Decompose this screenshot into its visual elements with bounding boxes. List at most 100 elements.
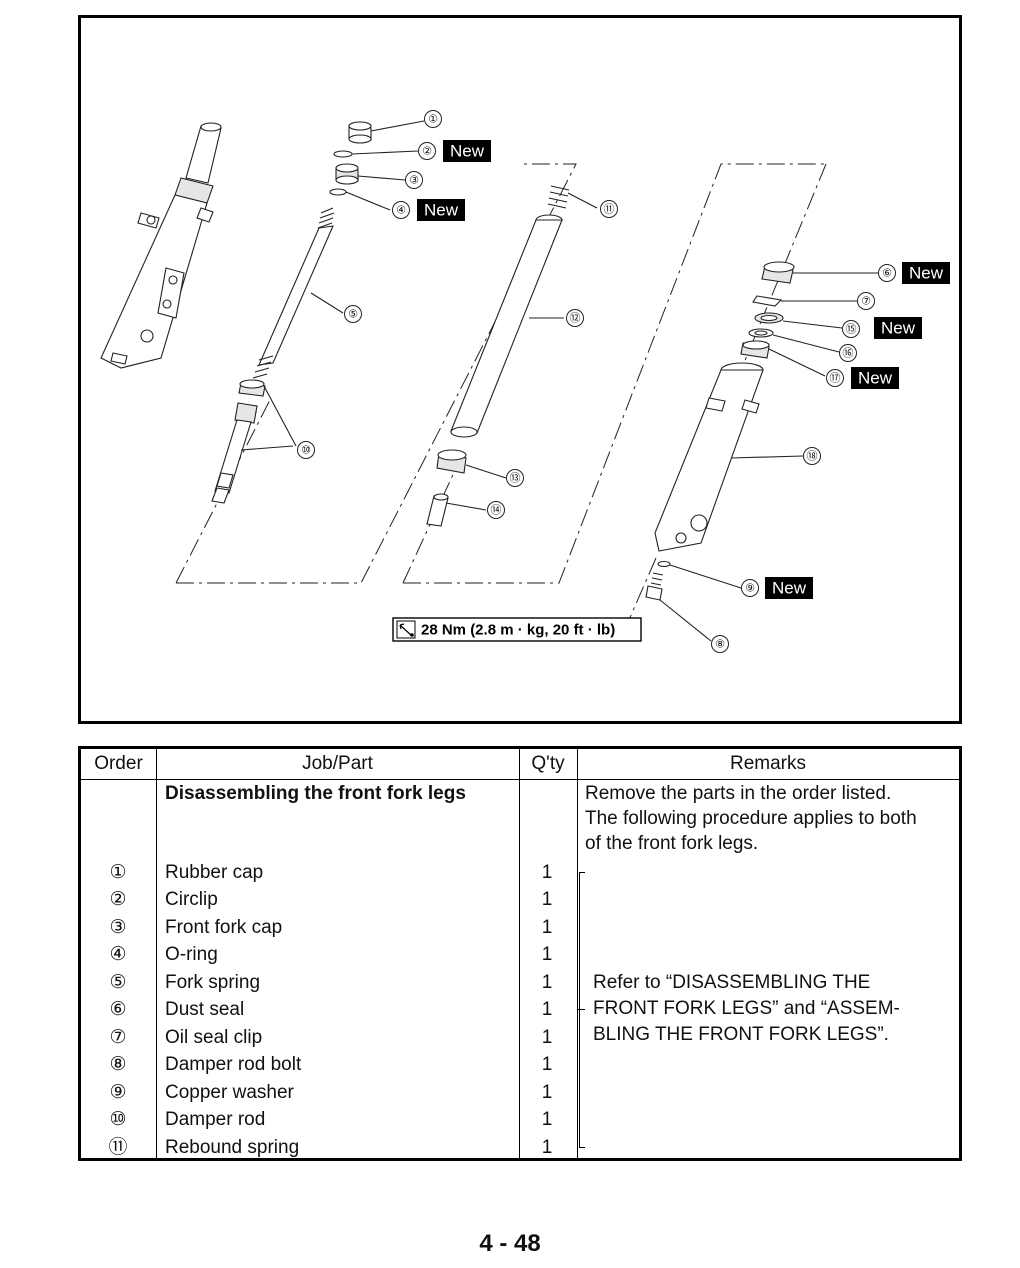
row-order: ③ <box>109 916 127 938</box>
inner-tube-part <box>450 214 563 438</box>
header-job-part: Job/Part <box>302 753 373 774</box>
svg-text:⑧: ⑧ <box>715 638 725 651</box>
svg-text:New: New <box>909 264 944 283</box>
header-order: Order <box>94 753 143 774</box>
row-qty: 1 <box>541 944 553 965</box>
svg-text:⑯: ⑯ <box>843 347 854 360</box>
row-part: Damper rod <box>165 1109 266 1130</box>
callout-10: ⑩ <box>297 441 315 459</box>
svg-text:⑨: ⑨ <box>745 582 755 595</box>
row-order: ⑤ <box>109 971 127 993</box>
callout-14: ⑭ <box>487 501 505 519</box>
callout-4: ④ <box>392 201 410 219</box>
callout-8: ⑧ <box>711 635 729 653</box>
callout-9: ⑨ <box>741 579 759 597</box>
callout-3: ③ <box>405 171 423 189</box>
row-qty: 1 <box>541 1109 553 1130</box>
copper-washer-part <box>657 560 671 568</box>
callout-1: ① <box>424 110 442 128</box>
svg-text:New: New <box>424 201 459 220</box>
svg-text:⑫: ⑫ <box>570 312 581 325</box>
rebound-spring-part <box>547 185 570 209</box>
row-qty: 1 <box>541 1082 553 1103</box>
row-part: Rebound spring <box>165 1137 300 1158</box>
circlip-part <box>333 150 353 158</box>
svg-text:⑤: ⑤ <box>348 308 358 321</box>
outer-tube-part <box>654 362 764 552</box>
row-qty: 1 <box>541 862 553 883</box>
row-part: Rubber cap <box>165 862 264 883</box>
callout-13: ⑬ <box>506 469 524 487</box>
row-qty: 1 <box>541 889 553 910</box>
callout-16: ⑯ <box>839 344 857 362</box>
row-qty: 1 <box>541 1027 553 1048</box>
row-order: ① <box>109 861 127 883</box>
row-part: Dust seal <box>165 999 245 1020</box>
svg-text:New: New <box>772 579 807 598</box>
svg-text:⑥: ⑥ <box>882 267 892 280</box>
callout-2: ② <box>418 142 436 160</box>
svg-text:⑮: ⑮ <box>846 323 857 336</box>
washer-part-16 <box>748 328 774 338</box>
group-remark-line-2: FRONT FORK LEGS” and “ASSEM- <box>593 998 900 1019</box>
svg-text:28 Nm (2.8 m · kg, 20 ft · lb): 28 Nm (2.8 m · kg, 20 ft · lb) <box>421 622 615 639</box>
section-remark-line-1: Remove the parts in the order listed. <box>585 783 892 804</box>
bushing-part-17 <box>740 340 770 359</box>
svg-text:⑭: ⑭ <box>491 504 502 517</box>
leader-lines <box>240 120 878 642</box>
header-remarks: Remarks <box>729 753 806 774</box>
new-badge-17: New <box>851 367 899 389</box>
group-remark-line-1: Refer to “DISASSEMBLING THE <box>593 972 871 993</box>
damper-rod-bolt-part <box>645 572 664 601</box>
outer-tube-assembled <box>100 122 222 369</box>
row-order: ⑩ <box>109 1108 127 1130</box>
row-order: ⑥ <box>109 998 127 1020</box>
rubber-cap-part <box>348 121 372 144</box>
row-part: Oil seal clip <box>165 1027 263 1048</box>
row-part: Copper washer <box>165 1082 294 1103</box>
row-qty: 1 <box>541 1137 553 1158</box>
callout-15: ⑮ <box>842 320 860 338</box>
torque-spec-label: 28 Nm (2.8 m · kg, 20 ft · lb) <box>392 617 642 642</box>
svg-text:⑰: ⑰ <box>830 372 841 385</box>
section-title: Disassembling the front fork legs <box>165 783 466 804</box>
dust-seal-part <box>761 261 795 284</box>
svg-text:①: ① <box>428 113 438 126</box>
damper-rod-part <box>211 379 266 504</box>
fork-exploded-view: ① ② ③ ④ ⑤ ⑥ ⑦ ⑧ ⑨ ⑩ ⑪ ⑫ ⑬ ⑭ ⑮ ⑯ ⑰ ⑱ New … <box>100 110 950 653</box>
new-badge-4: New <box>417 199 465 221</box>
parts-table: Order Job/Part Q'ty Remarks Disassemblin… <box>78 746 962 1161</box>
svg-text:④: ④ <box>396 204 406 217</box>
svg-text:New: New <box>858 369 893 388</box>
row-order: ② <box>109 888 127 910</box>
row-part: Fork spring <box>165 972 261 993</box>
callout-11: ⑪ <box>600 200 618 218</box>
svg-text:⑪: ⑪ <box>604 203 615 216</box>
svg-text:New: New <box>450 142 485 161</box>
callout-17: ⑰ <box>826 369 844 387</box>
fork-spring-part <box>252 207 335 379</box>
row-part: Circlip <box>165 889 218 910</box>
new-badge-9: New <box>765 577 813 599</box>
callout-6: ⑥ <box>878 264 896 282</box>
row-qty: 1 <box>541 917 553 938</box>
callout-7: ⑦ <box>857 292 875 310</box>
row-order: ⑦ <box>109 1026 127 1048</box>
exploded-diagram: ① ② ③ ④ ⑤ ⑥ ⑦ ⑧ ⑨ ⑩ ⑪ ⑫ ⑬ ⑭ ⑮ ⑯ ⑰ ⑱ New … <box>78 15 962 724</box>
torque-wrench-icon <box>396 620 416 639</box>
section-remark-line-3: of the front fork legs. <box>585 833 759 854</box>
new-badge-15: New <box>874 317 922 339</box>
callout-5: ⑤ <box>344 305 362 323</box>
o-ring-part <box>329 188 347 196</box>
svg-text:⑬: ⑬ <box>510 472 521 485</box>
row-qty: 1 <box>541 1054 553 1075</box>
row-part: O-ring <box>165 944 218 965</box>
row-part: Front fork cap <box>165 917 283 938</box>
taper-spindle-part-14 <box>426 493 449 527</box>
oil-seal-part-15 <box>754 312 784 324</box>
group-remark-line-3: BLING THE FRONT FORK LEGS”. <box>593 1024 889 1045</box>
svg-text:New: New <box>881 319 916 338</box>
row-order: ④ <box>109 943 127 965</box>
svg-text:②: ② <box>422 145 432 158</box>
callout-18: ⑱ <box>803 447 821 465</box>
